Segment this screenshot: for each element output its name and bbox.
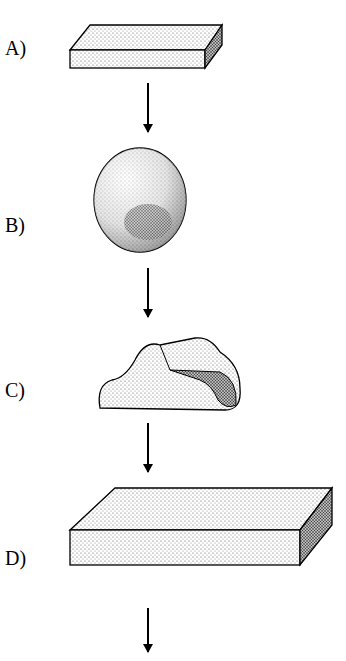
thin-slab-drawing — [5, 15, 230, 75]
stage-label: B) — [5, 215, 25, 235]
deformed-lump: C) — [5, 325, 245, 415]
down-arrow — [147, 423, 149, 472]
sphere: B) — [5, 140, 195, 260]
thin-slab: A) — [5, 15, 230, 75]
stage-label: D) — [5, 548, 26, 568]
sphere-drawing — [5, 140, 195, 260]
stage-label: C) — [5, 380, 25, 400]
trailing-arrow — [147, 608, 149, 652]
down-arrow — [147, 83, 149, 132]
thick-slab-drawing — [5, 480, 335, 600]
deformed-lump-drawing — [5, 325, 245, 415]
stage-label: A) — [5, 38, 26, 58]
down-arrow — [147, 268, 149, 317]
thick-slab: D) — [5, 480, 335, 600]
